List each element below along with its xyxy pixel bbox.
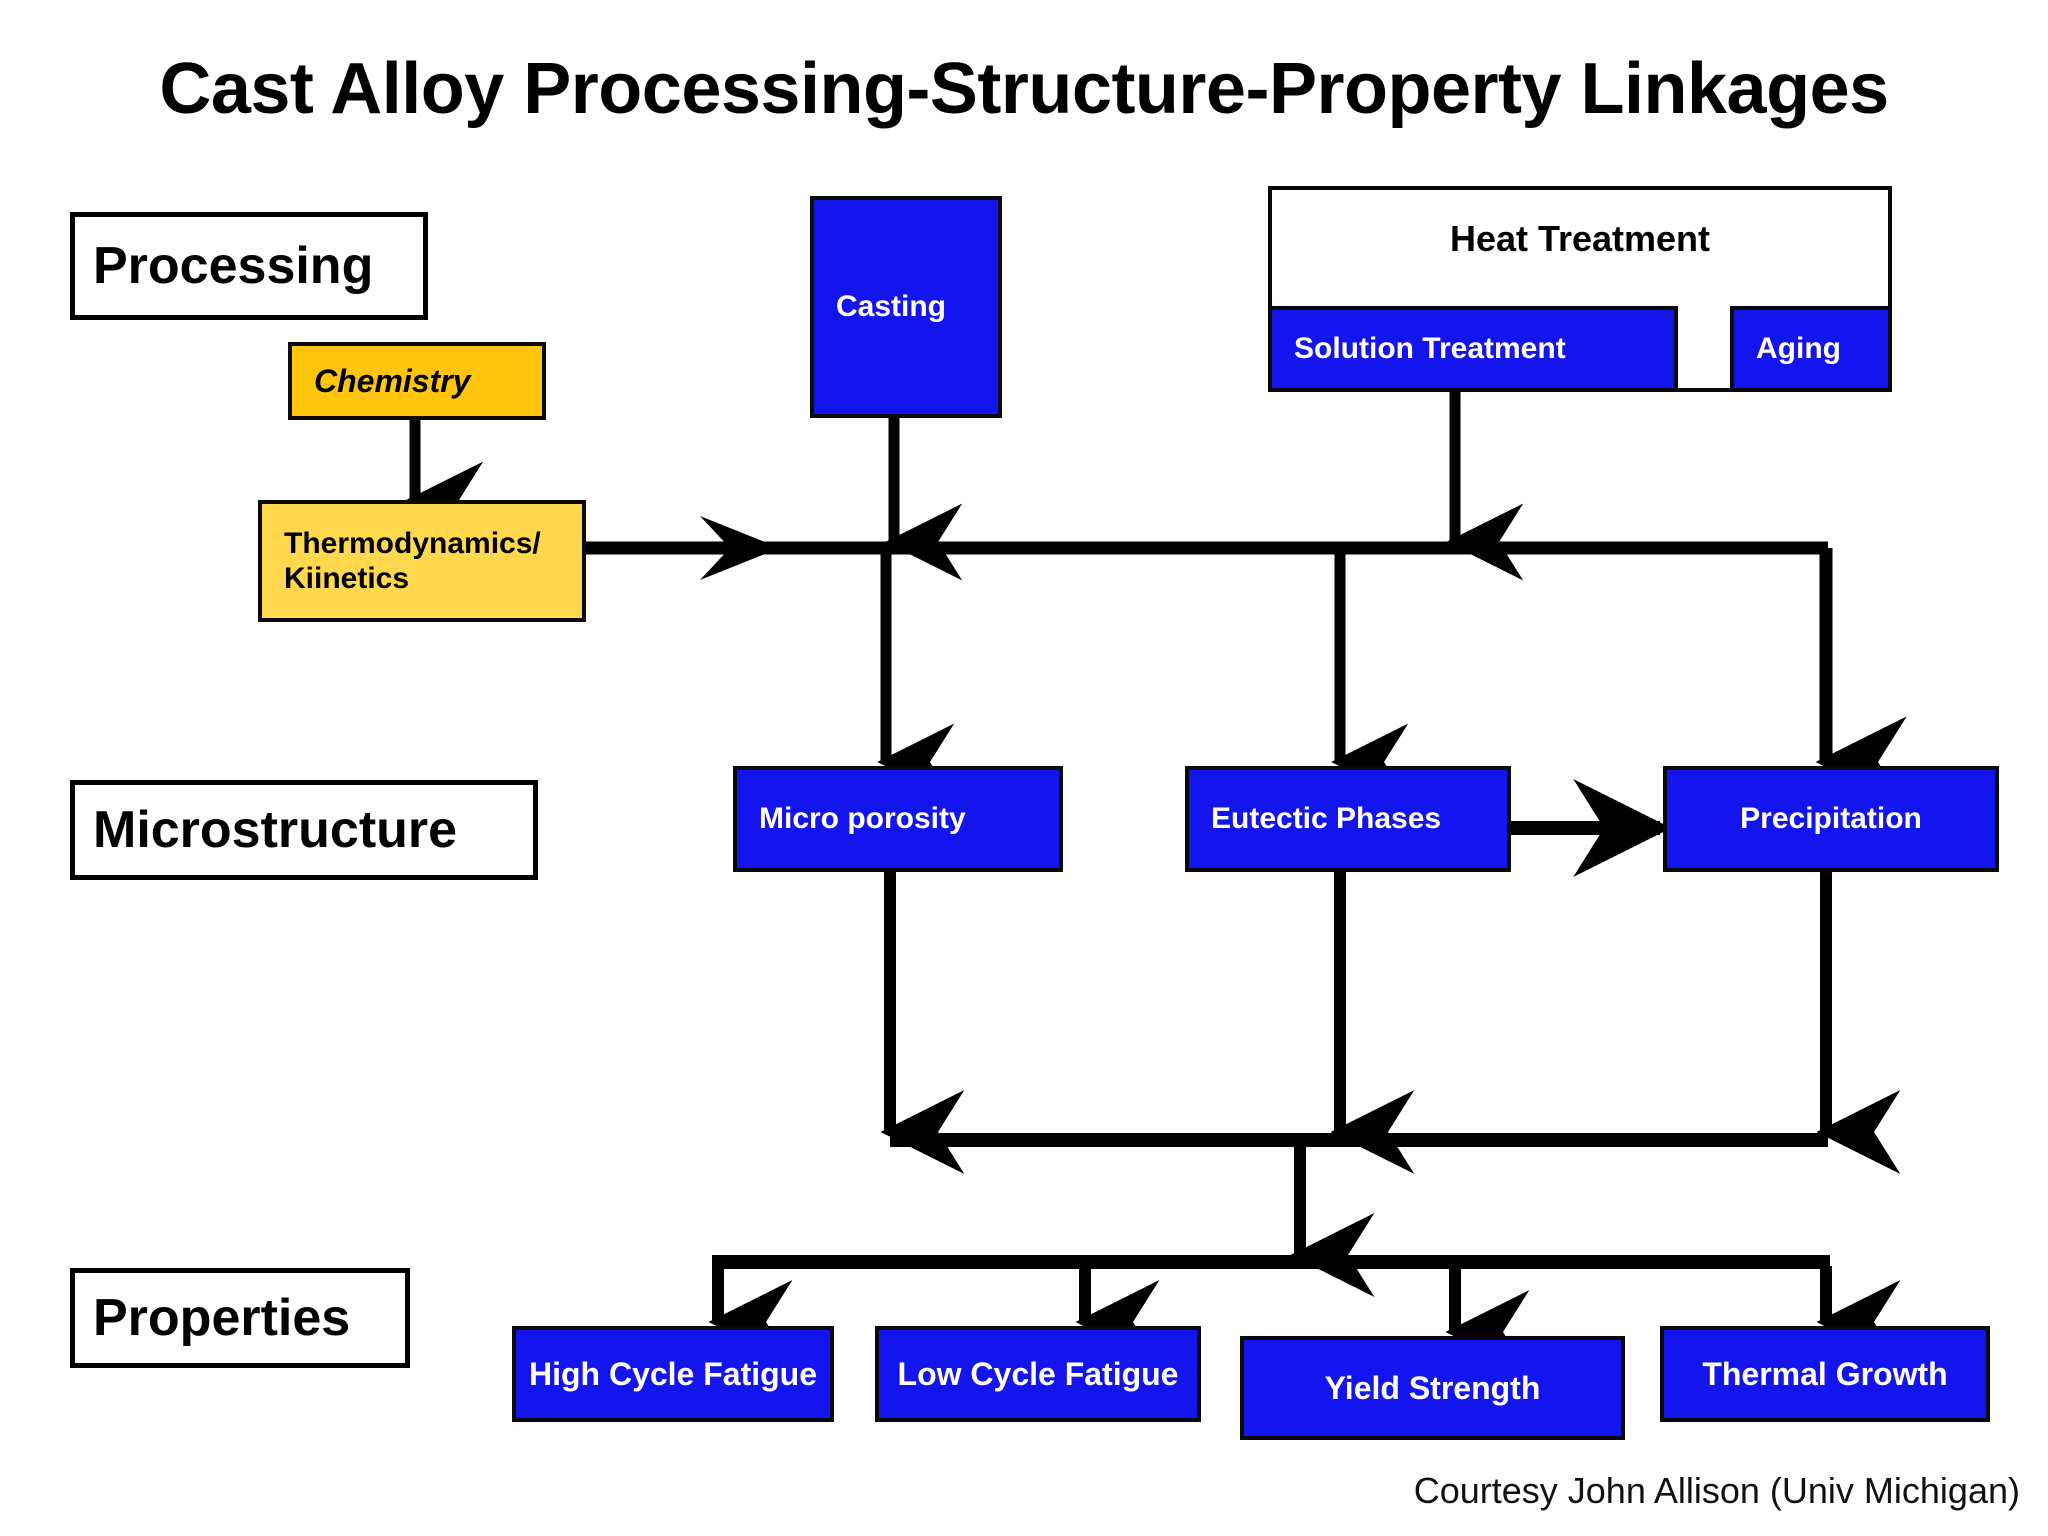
node-casting-label: Casting [836,290,947,323]
stage-label-processing-text: Processing [93,237,374,295]
node-eutectic-phases[interactable]: Eutectic Phases [1185,766,1511,872]
node-high-cycle-fatigue-label: High Cycle Fatigue [528,1355,818,1392]
node-thermal-growth-label: Thermal Growth [1702,1355,1948,1392]
node-solution-treatment-label: Solution Treatment [1294,332,1566,365]
node-precipitation[interactable]: Precipitation [1663,766,1999,872]
node-chemistry[interactable]: Chemistry [288,342,546,420]
node-precipitation-label: Precipitation [1740,802,1922,835]
node-low-cycle-fatigue[interactable]: Low Cycle Fatigue [875,1326,1201,1422]
node-aging[interactable]: Aging [1730,306,1892,392]
node-casting[interactable]: Casting [810,196,1002,418]
credit-line: Courtesy John Allison (Univ Michigan) [1413,1470,2020,1511]
node-solution-treatment[interactable]: Solution Treatment [1268,306,1678,392]
stage-label-microstructure: Microstructure [70,780,538,880]
node-eutectic-phases-label: Eutectic Phases [1211,802,1442,835]
node-chemistry-label: Chemistry [314,362,471,399]
stage-label-microstructure-text: Microstructure [93,801,458,859]
stage-label-properties: Properties [70,1268,410,1368]
node-yield-strength[interactable]: Yield Strength [1240,1336,1625,1440]
stage-label-processing: Processing [70,212,428,320]
stage-label-properties-text: Properties [93,1289,351,1347]
node-aging-label: Aging [1756,332,1841,365]
page-title: Cast Alloy Processing-Structure-Property… [159,49,1889,129]
node-micro-porosity-label: Micro porosity [759,802,966,835]
node-thermal-growth[interactable]: Thermal Growth [1660,1326,1990,1422]
node-low-cycle-fatigue-label: Low Cycle Fatigue [897,1355,1179,1392]
node-high-cycle-fatigue[interactable]: High Cycle Fatigue [512,1326,834,1422]
node-yield-strength-label: Yield Strength [1324,1369,1541,1406]
node-thermo-line1: Thermodynamics/ [284,526,541,560]
node-micro-porosity[interactable]: Micro porosity [733,766,1063,872]
node-thermodynamics-kinetics[interactable]: Thermodynamics/ Kiinetics [258,500,586,622]
node-thermo-line2: Kiinetics [284,562,410,595]
bus-processing-arrowhead [700,516,780,580]
node-heat-treatment-label: Heat Treatment [1449,218,1711,259]
